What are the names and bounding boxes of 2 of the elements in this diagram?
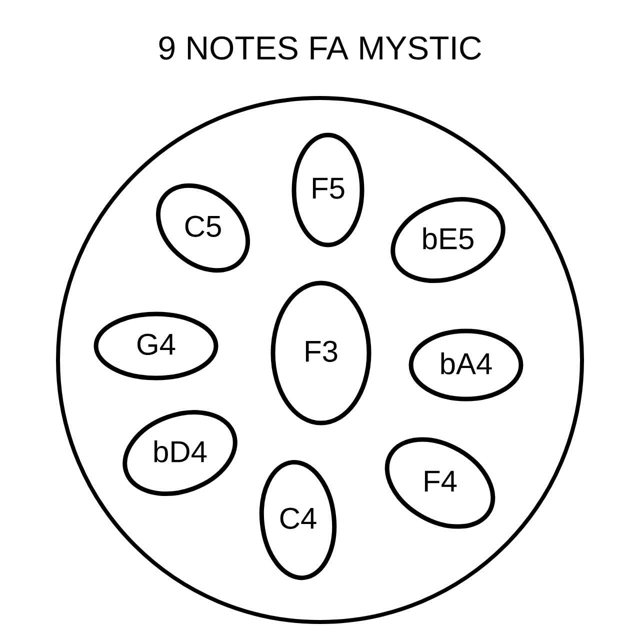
title: 9 NOTES FA MYSTIC — [159, 36, 482, 60]
drum-outline — [56, 96, 584, 624]
